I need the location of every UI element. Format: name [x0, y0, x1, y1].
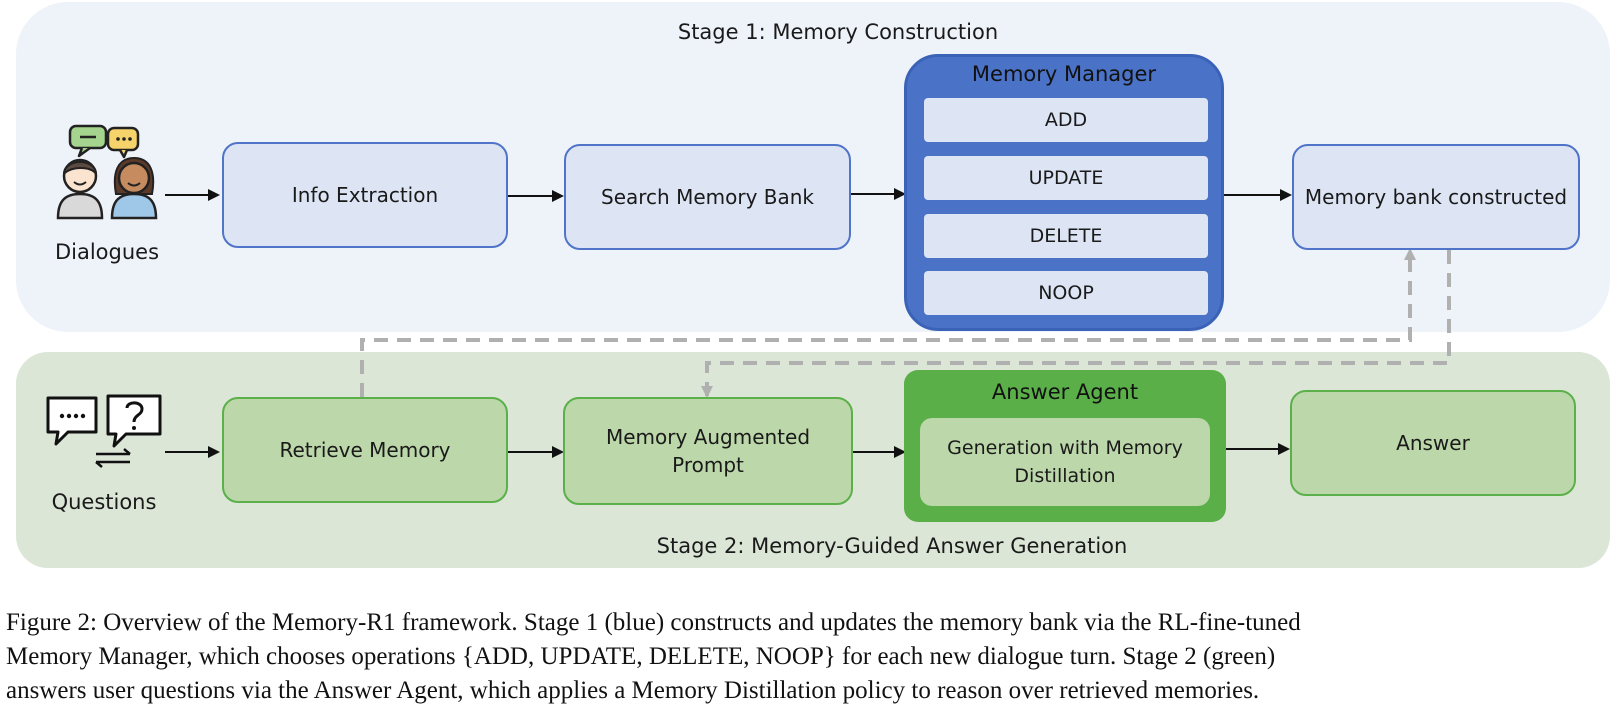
- memory-augmented-prompt-box: Memory Augmented Prompt: [563, 397, 853, 505]
- stage2-title: Stage 2: Memory-Guided Answer Generation: [656, 534, 1128, 558]
- questions-label: Questions: [51, 490, 157, 514]
- caption-line-3: answers user questions via the Answer Ag…: [6, 677, 1260, 704]
- search-memory-bank-box: Search Memory Bank: [564, 144, 851, 250]
- stage1-title: Stage 1: Memory Construction: [677, 20, 999, 44]
- info-extraction-box: Info Extraction: [222, 142, 508, 248]
- answer-box: Answer: [1290, 390, 1576, 496]
- dashed-bank-to-prompt: [701, 250, 1451, 398]
- dashed-retrieve-to-bank: [360, 248, 1416, 397]
- operation-add: ADD: [924, 98, 1208, 142]
- dialogues-label: Dialogues: [54, 240, 160, 264]
- generation-with-memory-distillation-box: Generation with Memory Distillation: [920, 418, 1210, 506]
- operation-delete: DELETE: [924, 214, 1208, 258]
- answer-agent-title: Answer Agent: [991, 380, 1139, 404]
- retrieve-memory-box: Retrieve Memory: [222, 397, 508, 503]
- memory-manager-title: Memory Manager: [971, 62, 1157, 86]
- questions-icon: [44, 392, 166, 478]
- figure-caption: Figure 2: Overview of the Memory-R1 fram…: [6, 606, 1608, 708]
- caption-line-1: Figure 2: Overview of the Memory-R1 fram…: [6, 609, 1301, 636]
- operation-update: UPDATE: [924, 156, 1208, 200]
- operation-noop: NOOP: [924, 271, 1208, 315]
- memory-bank-constructed-box: Memory bank constructed: [1292, 144, 1580, 250]
- dialogues-icon: [52, 122, 164, 226]
- caption-line-2: Memory Manager, which chooses operations…: [6, 643, 1276, 670]
